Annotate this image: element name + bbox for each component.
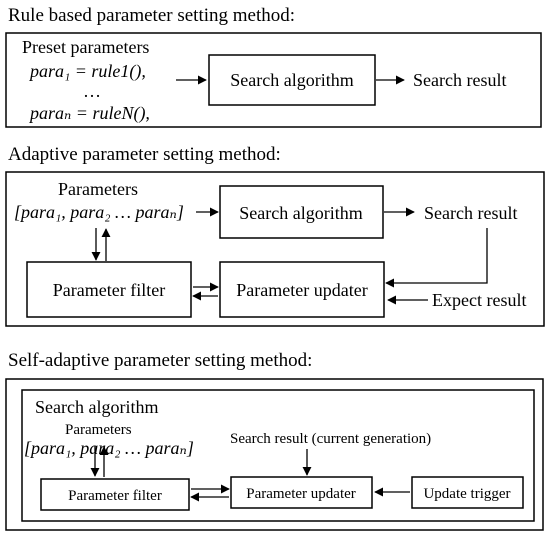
adaptive-parameter-filter-box — [26, 261, 192, 318]
adaptive-section-frame — [5, 171, 545, 327]
self-adaptive-section-frame — [5, 378, 544, 531]
self-adaptive-update-trigger-label: Update trigger — [423, 486, 510, 502]
self-adaptive-parameter-filter-label: Parameter filter — [68, 488, 162, 504]
self-adaptive-search-result-label: Search result (current generation) — [230, 431, 431, 447]
rule-preset-ellipsis: … — [83, 81, 101, 101]
rule-search-algorithm-label: Search algorithm — [230, 70, 353, 90]
adaptive-section-title: Adaptive parameter setting method: — [8, 144, 281, 165]
adaptive-parameters-list: [para₁, para₂ … paraₙ] — [14, 202, 184, 222]
adaptive-search-algorithm-box — [219, 185, 384, 239]
rule-section-frame — [5, 32, 542, 128]
rule-section-title: Rule based parameter setting method: — [8, 5, 295, 26]
self-adaptive-parameter-filter-box — [40, 478, 190, 511]
adaptive-search-result-label: Search result — [424, 203, 517, 223]
rule-preset-label: Preset parameters — [22, 37, 149, 57]
adaptive-arrow-result-to-updater — [385, 228, 488, 288]
adaptive-search-algorithm-label: Search algorithm — [239, 203, 362, 223]
self-adaptive-parameter-updater-label: Parameter updater — [246, 486, 356, 502]
rule-search-algorithm-box — [208, 54, 376, 106]
rule-preset-line1: para₁ = rule1(), — [28, 61, 146, 82]
self-adaptive-parameters-list: [para₁, para₂ … paraₙ] — [24, 438, 194, 458]
adaptive-parameters-label: Parameters — [58, 179, 138, 199]
self-adaptive-search-algorithm-box — [21, 389, 535, 522]
self-adaptive-search-algorithm-label: Search algorithm — [35, 397, 158, 417]
self-adaptive-section-title: Self-adaptive parameter setting method: — [8, 350, 312, 371]
rule-preset-line2: paraₙ = ruleN(), — [28, 103, 150, 124]
adaptive-expect-result-label: Expect result — [432, 290, 526, 310]
adaptive-parameter-updater-label: Parameter updater — [236, 280, 367, 300]
self-adaptive-parameter-updater-box — [230, 476, 373, 509]
self-adaptive-parameters-label: Parameters — [65, 422, 132, 438]
rule-search-result-label: Search result — [413, 70, 506, 90]
self-adaptive-update-trigger-box — [411, 476, 524, 509]
adaptive-parameter-filter-label: Parameter filter — [53, 280, 165, 300]
adaptive-parameter-updater-box — [219, 261, 385, 318]
